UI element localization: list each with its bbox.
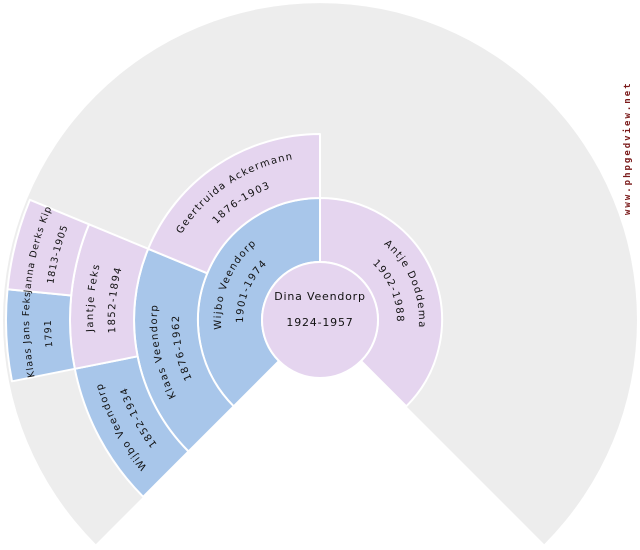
watermark-link[interactable]: www.phpgedview.net: [622, 81, 633, 215]
center-person-dates: 1924-1957: [286, 316, 353, 329]
sector-gg-grandmother[interactable]: [6, 198, 90, 297]
gg-grandfather-dates-text: 1791: [43, 319, 55, 348]
sector-gg-grandfather[interactable]: [5, 288, 76, 383]
center-person-circle[interactable]: [261, 261, 379, 379]
sector-grandmother[interactable]: [147, 133, 321, 275]
center-person-name: Dina Veendorp: [274, 290, 366, 303]
